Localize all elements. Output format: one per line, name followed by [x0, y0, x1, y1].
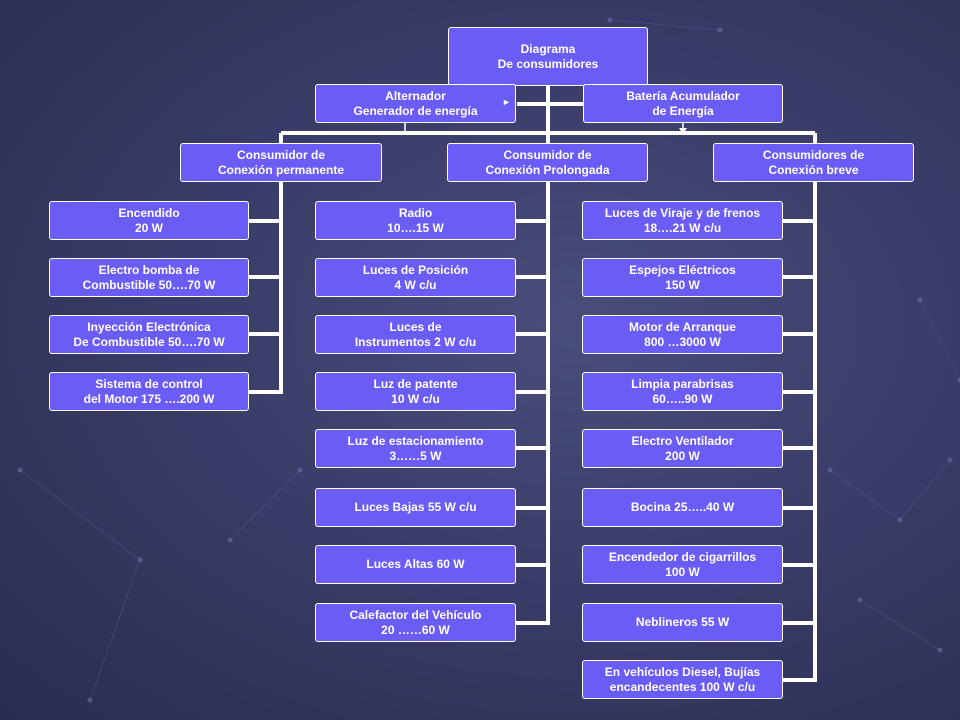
prolongada-item: Luz de estacionamiento 3……5 W	[315, 429, 516, 468]
prolongada-item: Luces Altas 60 W	[315, 545, 516, 584]
root-line1: Diagrama	[520, 41, 576, 56]
permanente-item: Encendido 20 W	[49, 201, 249, 240]
breve-item: Encendedor de cigarrillos 100 W	[582, 545, 783, 584]
item-line2: 200 W	[665, 448, 700, 463]
item-line2: del Motor 175 ….200 W	[83, 391, 215, 406]
breve-item: Motor de Arranque 800 …3000 W	[582, 315, 783, 354]
item-line1: Luces de Viraje y de frenos	[604, 205, 761, 220]
item-line2: 3……5 W	[389, 448, 442, 463]
category-line1: Consumidor de	[503, 147, 592, 162]
item-line2: 10 W c/u	[391, 391, 440, 406]
prolongada-item: Calefactor del Vehículo 20 ……60 W	[315, 603, 516, 642]
item-line1: Radio	[398, 205, 433, 220]
item-line1: Espejos Eléctricos	[629, 262, 736, 277]
item-line2: 10….15 W	[387, 220, 444, 235]
item-line1: Electro Ventilador	[631, 433, 734, 448]
breve-item: Luces de Viraje y de frenos 18….21 W c/u	[582, 201, 783, 240]
item-line2: 100 W	[665, 564, 700, 579]
prolongada-item: Luces de Posición 4 W c/u	[315, 258, 516, 297]
item-line1: Luz de estacionamiento	[347, 433, 484, 448]
item-line2: encandecentes 100 W c/u	[609, 679, 756, 694]
bateria-line1: Batería Acumulador	[626, 88, 740, 103]
root-line2: De consumidores	[497, 56, 599, 71]
item-line2: Instrumentos 2 W c/u	[354, 334, 477, 349]
item-line1: Bocina 25…..40 W	[630, 500, 735, 514]
prolongada-item: Luces de Instrumentos 2 W c/u	[315, 315, 516, 354]
item-line1: Luces de	[389, 319, 442, 334]
item-line1: Neblineros 55 W	[635, 615, 730, 629]
bateria-line2: de Energía	[652, 103, 714, 118]
item-line2: 4 W c/u	[394, 277, 437, 292]
item-line2: 18….21 W c/u	[643, 220, 722, 235]
item-line1: Calefactor del Vehículo	[349, 607, 482, 622]
item-line1: Limpia parabrisas	[631, 376, 734, 391]
category-prolongada: Consumidor de Conexión Prolongada	[447, 143, 648, 182]
breve-item: Neblineros 55 W	[582, 603, 783, 642]
item-line1: Luces Bajas 55 W c/u	[354, 500, 477, 514]
permanente-item: Inyección Electrónica De Combustible 50……	[49, 315, 249, 354]
bateria-box: Batería Acumulador de Energía	[583, 84, 783, 123]
item-line2: 20 W	[134, 220, 163, 235]
item-line2: 800 …3000 W	[644, 334, 721, 349]
item-line2: 150 W	[665, 277, 700, 292]
alternador-box: Alternador Generador de energía	[315, 84, 516, 123]
item-line2: De Combustible 50….70 W	[73, 334, 225, 349]
item-line1: Encendedor de cigarrillos	[608, 549, 757, 564]
permanente-item: Sistema de control del Motor 175 ….200 W	[49, 372, 249, 411]
item-line1: Luces Altas 60 W	[366, 557, 465, 571]
category-permanente: Consumidor de Conexión permanente	[180, 143, 382, 182]
arrow-right-icon: ►	[502, 97, 511, 107]
breve-item: En vehículos Diesel, Bujías encandecente…	[582, 660, 783, 699]
breve-item: Electro Ventilador 200 W	[582, 429, 783, 468]
alternador-line2: Generador de energía	[353, 103, 478, 118]
breve-item: Limpia parabrisas 60…..90 W	[582, 372, 783, 411]
item-line1: Motor de Arranque	[629, 319, 736, 334]
prolongada-item: Luz de patente 10 W c/u	[315, 372, 516, 411]
item-line2: Combustible 50….70 W	[82, 277, 216, 292]
item-line1: Electro bomba de	[98, 262, 200, 277]
item-line1: En vehículos Diesel, Bujías	[604, 664, 761, 679]
breve-item: Bocina 25…..40 W	[582, 488, 783, 527]
prolongada-item: Luces Bajas 55 W c/u	[315, 488, 516, 527]
item-line1: Luces de Posición	[362, 262, 469, 277]
category-line2: Conexión permanente	[217, 162, 345, 177]
category-line2: Conexión breve	[768, 162, 859, 177]
root-box: Diagrama De consumidores	[448, 27, 648, 86]
item-line1: Luz de patente	[373, 376, 458, 391]
permanente-item: Electro bomba de Combustible 50….70 W	[49, 258, 249, 297]
item-line2: 20 ……60 W	[381, 622, 450, 637]
category-breve: Consumidores de Conexión breve	[713, 143, 914, 182]
prolongada-item: Radio 10….15 W	[315, 201, 516, 240]
item-line1: Encendido	[118, 205, 180, 220]
alternador-line1: Alternador	[385, 88, 446, 103]
category-line1: Consumidores de	[762, 147, 865, 162]
item-line1: Sistema de control	[95, 376, 203, 391]
item-line2: 60…..90 W	[652, 391, 713, 406]
category-line1: Consumidor de	[236, 147, 325, 162]
item-line1: Inyección Electrónica	[87, 319, 211, 334]
category-line2: Conexión Prolongada	[485, 162, 610, 177]
breve-item: Espejos Eléctricos 150 W	[582, 258, 783, 297]
